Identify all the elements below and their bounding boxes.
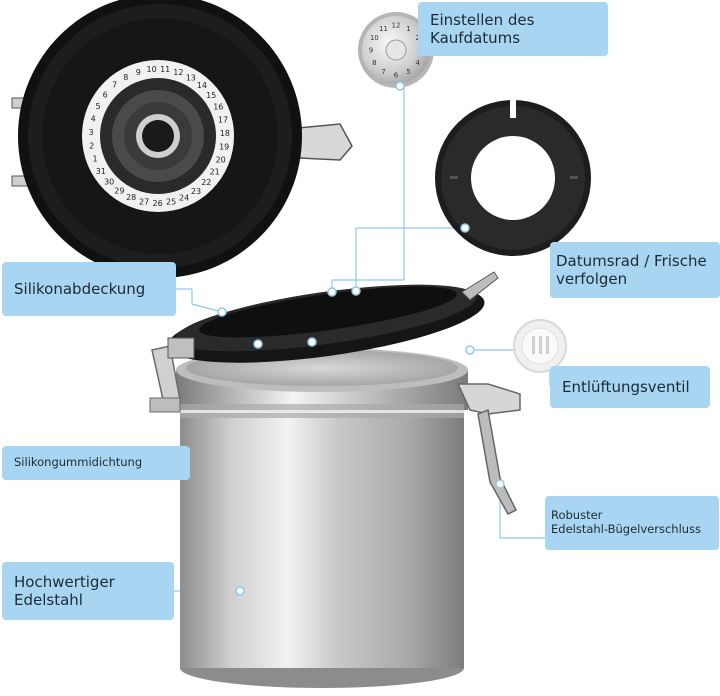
callout-date-setting-text: Einstellen des Kaufdatums <box>430 11 535 47</box>
callout-vent-valve-text: Entlüftungsventil <box>562 378 690 396</box>
callout-steel-text: Hochwertiger Edelstahl <box>14 573 115 609</box>
dial-number: 4 <box>415 59 420 67</box>
dial-number: 4 <box>91 115 96 124</box>
dial-number: 1 <box>406 25 410 33</box>
dial-number: 5 <box>406 68 410 76</box>
dial-number: 12 <box>173 68 183 77</box>
dial-number: 31 <box>96 167 106 176</box>
dial-number: 6 <box>103 91 108 100</box>
canister-body <box>176 348 468 688</box>
open-lid <box>167 271 499 363</box>
dial-number: 27 <box>139 197 149 206</box>
dial-number: 9 <box>369 47 373 55</box>
callout-steel: Hochwertiger Edelstahl <box>2 562 174 620</box>
callout-clasp: Robuster Edelstahl-Bügelverschluss <box>545 496 719 550</box>
dial-number: 8 <box>123 73 128 82</box>
dial-number: 15 <box>206 91 216 100</box>
callout-date-wheel-text: Datumsrad / Frische verfolgen <box>556 252 707 288</box>
dial-number: 8 <box>372 59 376 67</box>
dial-number: 10 <box>147 65 157 74</box>
dial-number: 25 <box>166 198 176 207</box>
vent-valve <box>513 319 567 373</box>
clasp-hardware <box>149 345 521 515</box>
date-wheel <box>435 100 591 256</box>
dial-number: 23 <box>191 187 201 196</box>
callout-date-wheel: Datumsrad / Frische verfolgen <box>550 242 720 298</box>
dial-number: 14 <box>197 81 207 90</box>
dial-number: 22 <box>201 178 211 187</box>
dial-number: 2 <box>89 142 94 151</box>
dial-number: 9 <box>136 68 141 77</box>
dial-number: 6 <box>394 72 399 80</box>
dial-number: 10 <box>370 34 379 42</box>
dial-number: 13 <box>186 73 196 82</box>
callout-silicone-gasket: Silikongummidichtung <box>2 446 190 480</box>
dial-number: 7 <box>112 81 117 90</box>
leader-dots <box>217 81 505 596</box>
callout-silicone-gasket-text: Silikongummidichtung <box>14 455 143 470</box>
dial-number: 26 <box>153 199 163 208</box>
dial-number: 21 <box>210 168 220 177</box>
dial-number: 30 <box>104 178 114 187</box>
callout-clasp-text: Robuster Edelstahl-Bügelverschluss <box>551 508 702 536</box>
callout-vent-valve: Entlüftungsventil <box>550 366 710 408</box>
dial-number: 3 <box>89 128 94 137</box>
dial-number: 12 <box>392 21 401 29</box>
dial-number: 2 <box>415 34 419 42</box>
dial-number: 19 <box>219 142 229 151</box>
dial-number: 11 <box>379 25 388 33</box>
dial-number: 18 <box>220 129 230 138</box>
dial-number: 28 <box>126 193 136 202</box>
dial-number: 20 <box>216 155 226 164</box>
dial-number: 5 <box>95 102 100 111</box>
dial-number: 11 <box>160 65 170 74</box>
dial-number: 24 <box>179 194 189 203</box>
callout-silicone-cover-text: Silikonabdeckung <box>14 280 146 298</box>
callout-silicone-cover: Silikonabdeckung <box>2 262 176 316</box>
dial-number: 29 <box>114 187 124 196</box>
callout-date-setting: Einstellen des Kaufdatums <box>418 2 608 56</box>
dial-number: 1 <box>92 155 97 164</box>
dial-number: 16 <box>213 103 223 112</box>
dial-number: 7 <box>381 68 385 76</box>
dial-number: 17 <box>218 115 228 124</box>
